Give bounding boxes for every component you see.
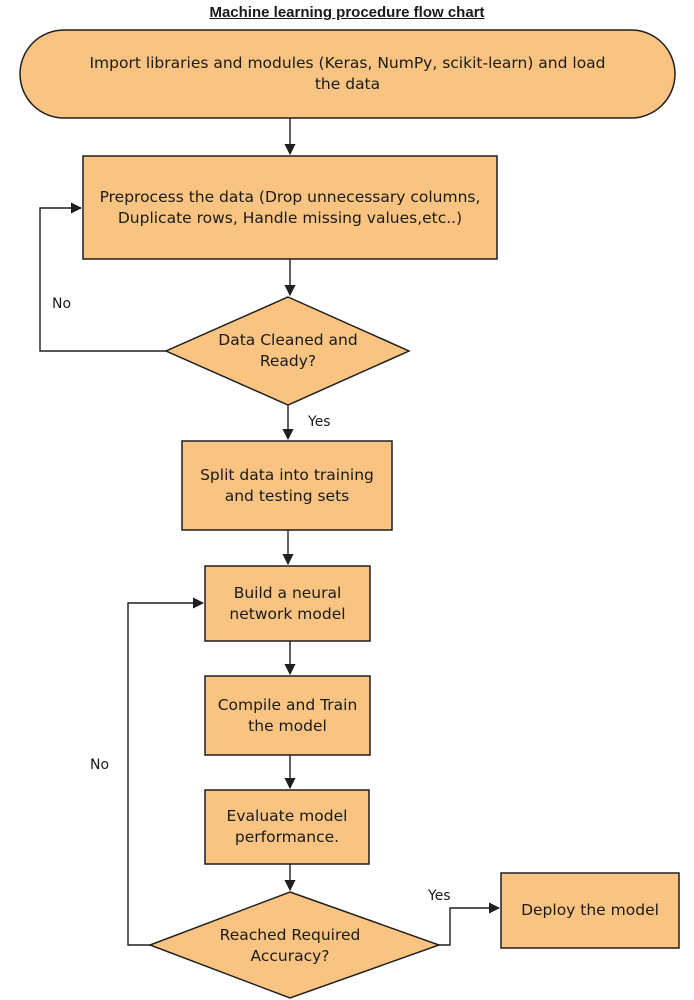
edge-label-accuracy-yes: Yes	[428, 888, 451, 904]
evaluate-node-label: Evaluate model performance.	[226, 807, 348, 846]
build-node-shape	[204, 565, 371, 642]
accuracy-decision-shape	[147, 891, 442, 999]
deploy-node-shape	[500, 872, 680, 949]
edge-cleaned-no-to-preprocess	[39, 202, 166, 352]
accuracy-decision-label: Reached Required Accuracy?	[219, 926, 361, 965]
deploy-node-label: Deploy the model	[521, 901, 659, 919]
edge-label-accuracy-no: No	[90, 757, 110, 773]
split-node-label: Split data into training and testing set…	[200, 465, 374, 505]
build-node-label: Build a neural network model	[229, 583, 346, 623]
evaluate-node-shape	[204, 789, 370, 865]
import-node-shape	[19, 29, 676, 119]
preprocess-node-shape	[82, 155, 498, 260]
import-node-label: Import libraries and modules (Keras, Num…	[89, 54, 606, 93]
compile-node-label: Compile and Train the model	[217, 695, 358, 735]
compile-node-shape	[204, 675, 371, 756]
edge-label-cleaned-yes: Yes	[308, 414, 331, 430]
split-node-shape	[181, 440, 393, 531]
chart-title: Machine learning procedure flow chart	[209, 4, 485, 21]
edge-label-cleaned-no: No	[52, 296, 72, 312]
edge-accuracy-no-to-build	[127, 597, 205, 946]
edge-accuracy-yes-to-deploy	[439, 902, 501, 946]
preprocess-node-label: Preprocess the data (Drop unnecessary co…	[99, 187, 481, 227]
cleaned-decision-label: Data Cleaned and Ready?	[218, 331, 358, 370]
